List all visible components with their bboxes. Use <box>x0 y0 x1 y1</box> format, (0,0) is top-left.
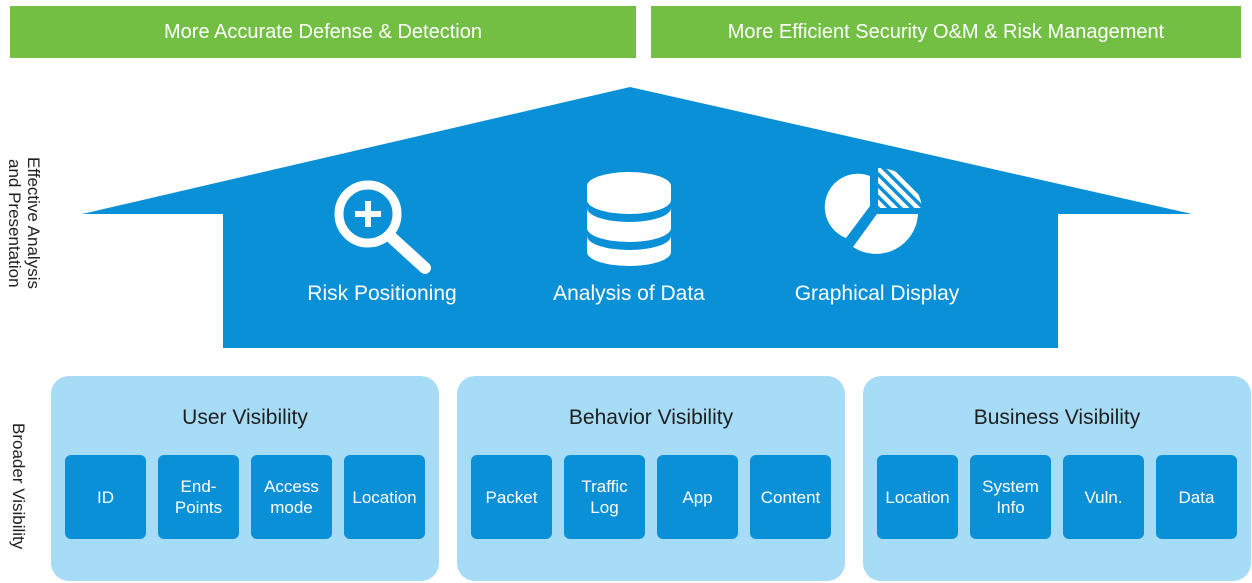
chip-location: Location <box>344 455 425 539</box>
panel-title: Business Visibility <box>973 406 1141 429</box>
side-label-analysis: Effective Analysis and Presentation <box>5 148 43 298</box>
chip-data: Data <box>1156 455 1237 539</box>
chip-id: ID <box>65 455 146 539</box>
panel-title: Behavior Visibility <box>568 406 734 429</box>
pie-chart-icon <box>824 167 922 254</box>
database-icon <box>587 172 671 266</box>
chip-traffic-log: Traffic Log <box>564 455 645 539</box>
side-label-analysis-line1: Effective Analysis <box>24 157 43 289</box>
feature-label-risk-positioning: Risk Positioning <box>307 282 457 305</box>
chip-vuln: Vuln. <box>1063 455 1144 539</box>
side-label-analysis-line2: and Presentation <box>5 158 24 288</box>
banner-accurate-defense: More Accurate Defense & Detection <box>10 6 636 58</box>
house-roof-body <box>82 87 1192 348</box>
chip-end-points: End- Points <box>158 455 239 539</box>
panel-business-visibility: Business Visibility Location System Info… <box>863 376 1251 581</box>
chip-content: Content <box>750 455 831 539</box>
feature-label-graphical-display: Graphical Display <box>794 282 960 305</box>
panel-title: User Visibility <box>182 406 308 429</box>
chip-packet: Packet <box>471 455 552 539</box>
feature-label-analysis-of-data: Analysis of Data <box>553 282 705 305</box>
banner-efficient-om: More Efficient Security O&M & Risk Manag… <box>651 6 1241 58</box>
side-label-broader-visibility: Broader Visibility <box>9 422 28 550</box>
chip-app: App <box>657 455 738 539</box>
magnifier-plus-icon <box>334 180 431 274</box>
panel-user-visibility: User Visibility ID End- Points Access mo… <box>51 376 439 581</box>
chip-location: Location <box>877 455 958 539</box>
chip-system-info: System Info <box>970 455 1051 539</box>
panel-behavior-visibility: Behavior Visibility Packet Traffic Log A… <box>457 376 845 581</box>
chip-access-mode: Access mode <box>251 455 332 539</box>
